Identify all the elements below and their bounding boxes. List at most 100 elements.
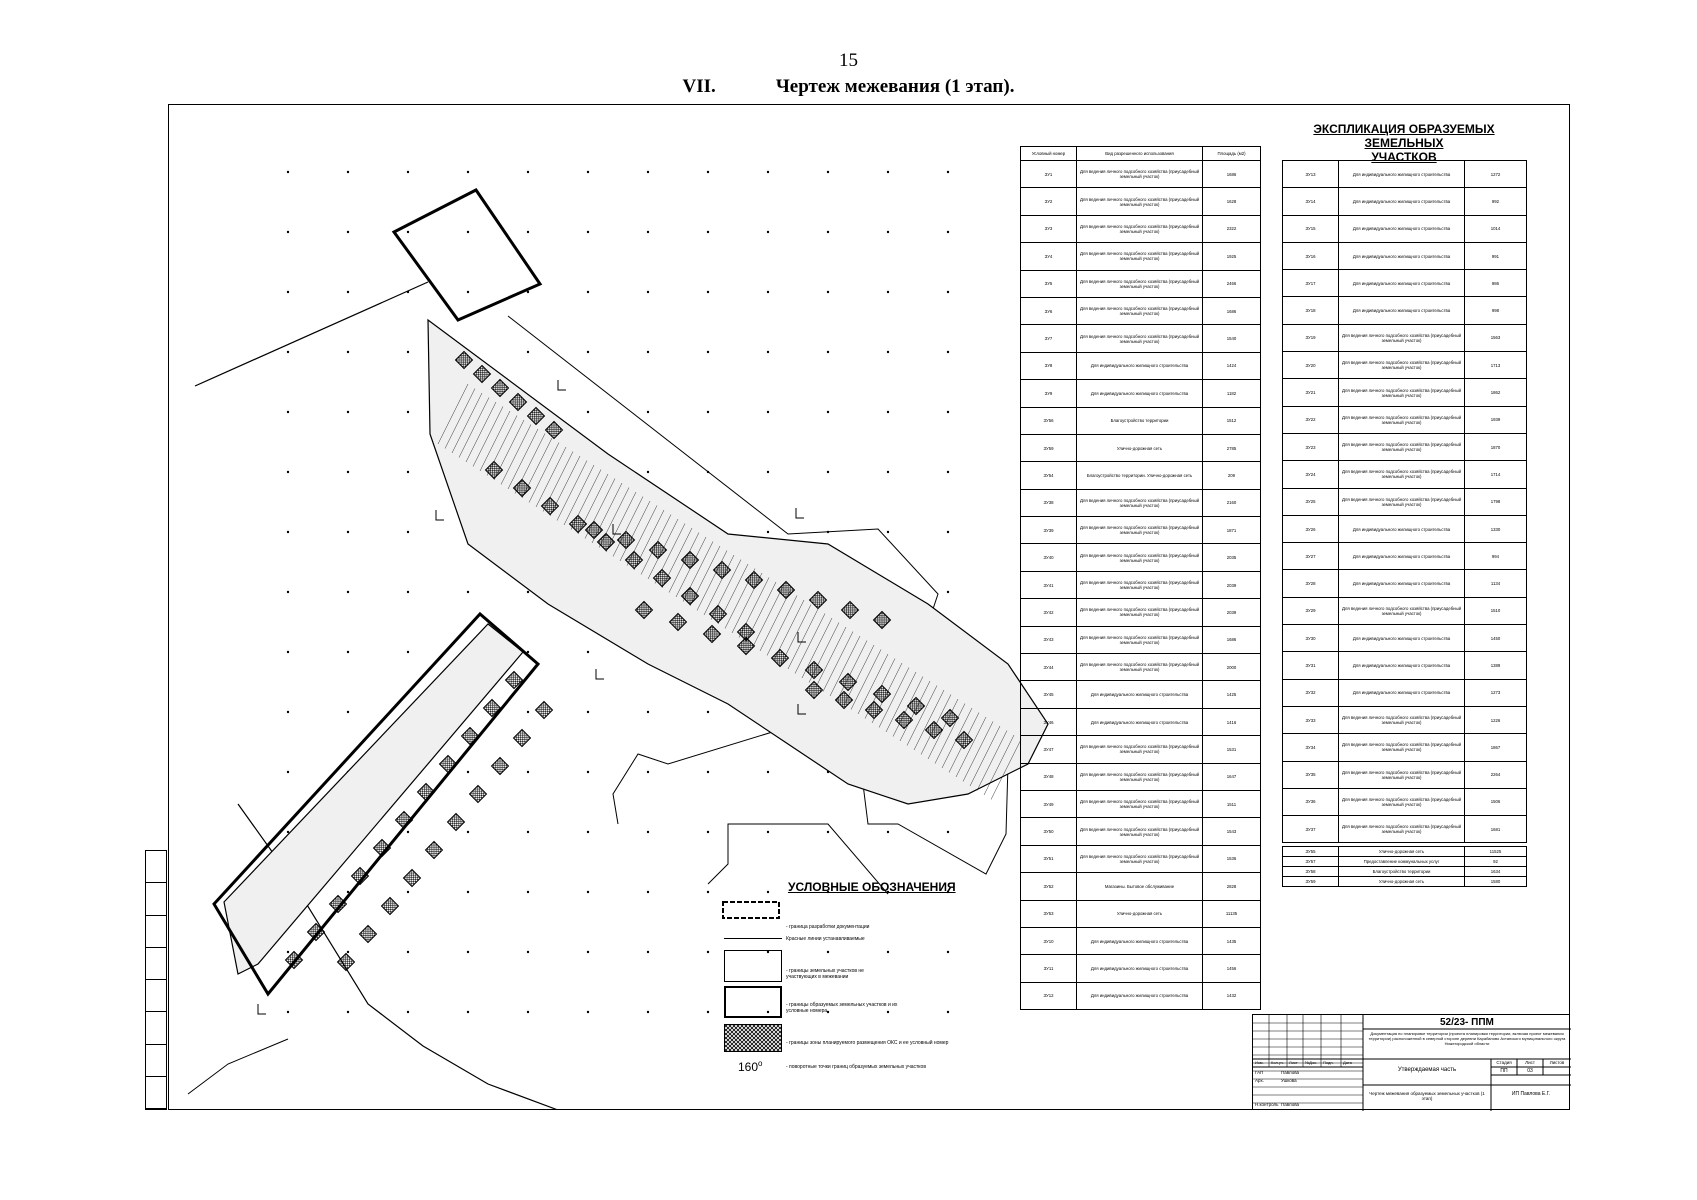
- area-cell: 2035: [1202, 543, 1261, 572]
- building-zone: [350, 866, 370, 886]
- hatch-line: [451, 392, 483, 454]
- land-use-cell: Улично-дорожная сеть: [1338, 876, 1465, 887]
- land-use-cell: Для индивидуального жилищного строительс…: [1338, 542, 1465, 571]
- plot-number-cell: ЗУ58: [1282, 866, 1339, 877]
- stamp-code: 52/23- ППМ: [1440, 1017, 1494, 1028]
- grid-dot: [826, 950, 830, 954]
- grid-dot: [766, 950, 770, 954]
- building-zone: [482, 698, 502, 718]
- grid-dot: [826, 290, 830, 294]
- hatch-line: [465, 401, 497, 463]
- land-use-cell: Для ведения личного подсобного хозяйства…: [1076, 789, 1203, 819]
- grid-dot: [526, 950, 530, 954]
- col-number: Условный номер: [1020, 146, 1077, 161]
- building-zone: [804, 680, 824, 700]
- grid-dot: [766, 170, 770, 174]
- land-use-cell: Улично-дорожная сеть: [1076, 433, 1203, 463]
- area-cell: 1634: [1464, 866, 1527, 877]
- land-use-cell: Для индивидуального жилищного строительс…: [1076, 351, 1203, 381]
- plot-number-cell: ЗУ37: [1282, 815, 1339, 844]
- hatch-line: [906, 685, 938, 746]
- grid-dot: [286, 950, 290, 954]
- grid-dot: [406, 170, 410, 174]
- area-cell: 1432: [1202, 981, 1261, 1011]
- building-zone: [568, 514, 588, 534]
- grid-dot: [706, 350, 710, 354]
- grid-dot: [526, 290, 530, 294]
- explication-title: ЭКСПЛИКАЦИЯ ОБРАЗУЕМЫХ ЗЕМЕЛЬНЫХ УЧАСТКО…: [1313, 122, 1495, 164]
- grid-dot: [586, 170, 590, 174]
- area-cell: 1134: [1464, 569, 1527, 598]
- plot-number-cell: ЗУ24: [1282, 460, 1339, 489]
- area-cell: 1435: [1202, 926, 1261, 956]
- explication-table-1: Условный номер Вид разрешенного использо…: [1020, 146, 1261, 1011]
- plot-number-cell: ЗУ39: [1020, 516, 1077, 545]
- plot-number-cell: ЗУ2: [1020, 187, 1077, 216]
- grid-dot: [586, 890, 590, 894]
- plot-number-cell: ЗУ22: [1282, 405, 1339, 434]
- plot-number-cell: ЗУ21: [1282, 378, 1339, 407]
- hatch-line: [563, 464, 595, 526]
- grid-dot: [526, 230, 530, 234]
- survey-marker: [612, 524, 621, 535]
- area-cell: 1182: [1202, 379, 1261, 408]
- plot-number-cell: ЗУ48: [1020, 762, 1077, 791]
- area-cell: 1681: [1464, 815, 1527, 844]
- land-use-cell: Для ведения личного подсобного хозяйства…: [1076, 214, 1203, 244]
- grid-dot: [946, 950, 950, 954]
- plot-number-cell: ЗУ55: [1282, 846, 1339, 857]
- legend-swatch-new-plots: [724, 986, 782, 1018]
- area-cell: 2264: [1464, 760, 1527, 789]
- grid-dot: [646, 230, 650, 234]
- area-cell: 1871: [1202, 516, 1261, 545]
- land-use-cell: Для индивидуального жилищного строительс…: [1338, 187, 1465, 216]
- hatch-line: [703, 554, 735, 616]
- building-zone: [424, 840, 444, 860]
- hatch-line: [759, 590, 791, 652]
- drawing-frame: [168, 104, 1570, 1110]
- grid-dot: [646, 1010, 650, 1014]
- grid-dot: [586, 710, 590, 714]
- land-use-cell: Для ведения личного подсобного хозяйства…: [1338, 460, 1465, 489]
- land-use-cell: Для ведения личного подсобного хозяйства…: [1338, 705, 1465, 735]
- grid-dot: [466, 950, 470, 954]
- grid-dot: [946, 290, 950, 294]
- plot-number-cell: ЗУ53: [1020, 899, 1077, 928]
- area-cell: 1536: [1202, 844, 1261, 874]
- area-cell: 1416: [1202, 707, 1261, 737]
- grid-dot: [586, 950, 590, 954]
- grid-dot: [646, 410, 650, 414]
- stamp-organization: ИП Павлова Е.Г.: [1511, 1091, 1551, 1097]
- plot-number-cell: ЗУ35: [1282, 760, 1339, 789]
- building-zone: [624, 550, 644, 570]
- plot-number-cell: ЗУ49: [1020, 789, 1077, 819]
- col-use: Вид разрешенного использования: [1076, 146, 1203, 161]
- area-cell: 1862: [1464, 378, 1527, 407]
- grid-dot: [826, 830, 830, 834]
- land-use-cell: Для ведения личного подсобного хозяйства…: [1076, 516, 1203, 545]
- hatch-line: [500, 424, 532, 485]
- building-zone: [490, 378, 510, 398]
- plot-number-cell: ЗУ59: [1020, 433, 1077, 463]
- hatch-line: [850, 649, 882, 710]
- hatch-line: [787, 608, 819, 670]
- area-cell: 1424: [1202, 351, 1261, 381]
- plot-number-cell: ЗУ14: [1282, 187, 1339, 216]
- survey-marker: [595, 669, 604, 680]
